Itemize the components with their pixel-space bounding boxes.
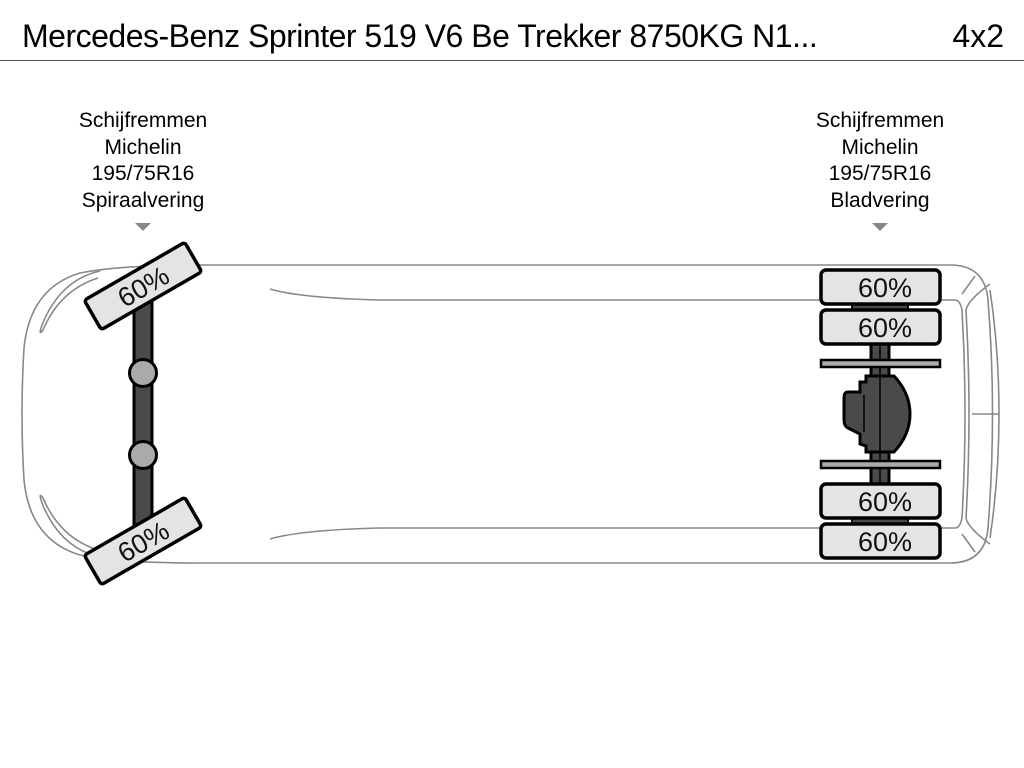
front-suspension: Spiraalvering [81, 188, 205, 212]
rear-tire-brand: Michelin [841, 135, 919, 159]
leaf-spring [819, 459, 942, 470]
front-axle-label: Schijfremmen Michelin 195/75R16 Spiraalv… [43, 108, 243, 214]
differential-icon [842, 374, 912, 454]
vehicle-title: Mercedes-Benz Sprinter 519 V6 Be Trekker… [22, 18, 818, 54]
front-brakes: Schijfremmen [78, 109, 208, 132]
front-axle-joint-icon [128, 358, 158, 388]
rear-brakes: Schijfremmen [815, 109, 945, 132]
axle-configuration: 4x2 [952, 18, 1004, 54]
front-tire-size: 195/75R16 [91, 162, 195, 185]
header: Mercedes-Benz Sprinter 519 V6 Be Trekker… [0, 0, 1024, 61]
rear-axle [819, 298, 942, 530]
tire-tread: 60% [858, 313, 912, 343]
rear-axle-label: Schijfremmen Michelin 195/75R16 Bladveri… [780, 108, 980, 214]
tire-tread: 60% [858, 273, 912, 303]
rear-axle-marker-icon [872, 223, 888, 231]
front-tire-brand: Michelin [104, 135, 182, 159]
rear-right-inner-tire[interactable]: 60% [819, 482, 942, 520]
rear-left-inner-tire[interactable]: 60% [819, 308, 942, 346]
vehicle-body-outline [21, 264, 1000, 564]
rear-suspension: Bladvering [830, 188, 930, 212]
front-axle-marker-icon [135, 223, 151, 231]
front-axle [128, 288, 158, 542]
rear-tire-size: 195/75R16 [828, 162, 932, 185]
tire-tread: 60% [858, 487, 912, 517]
front-axle-joint-icon [128, 440, 158, 470]
rear-left-outer-tire[interactable]: 60% [819, 268, 942, 306]
tire-tread: 60% [858, 527, 912, 557]
leaf-spring [819, 358, 942, 369]
rear-right-outer-tire[interactable]: 60% [819, 522, 942, 560]
